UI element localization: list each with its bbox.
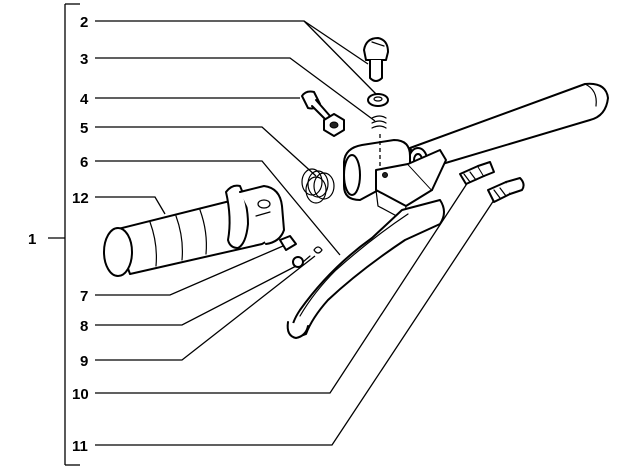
leader-7 bbox=[95, 245, 284, 296]
small-spring bbox=[371, 115, 387, 168]
spring-5 bbox=[301, 168, 335, 204]
callout-label-8: 8 bbox=[80, 318, 88, 335]
lever-bracket bbox=[343, 139, 447, 221]
leader-12 bbox=[95, 196, 166, 215]
callout-label-2: 2 bbox=[80, 14, 88, 31]
group-bracket bbox=[48, 3, 80, 466]
lever-arm bbox=[286, 199, 445, 339]
washer-3 bbox=[367, 93, 389, 107]
callout-label-6: 6 bbox=[80, 154, 88, 171]
callout-label-5: 5 bbox=[80, 120, 88, 137]
screw-2 bbox=[363, 37, 389, 82]
leader-5 bbox=[95, 126, 317, 177]
leader-6 bbox=[95, 160, 341, 256]
part-9-pin bbox=[313, 246, 323, 254]
grip-12 bbox=[103, 184, 285, 277]
leader-8 bbox=[95, 263, 301, 326]
bolt-4 bbox=[301, 90, 331, 121]
part-8-screw bbox=[292, 255, 311, 268]
part-7-nut bbox=[279, 235, 297, 251]
callout-label-3: 3 bbox=[80, 51, 88, 68]
adjuster-11 bbox=[487, 177, 525, 203]
callout-label-7: 7 bbox=[80, 288, 88, 305]
callout-label-10: 10 bbox=[72, 386, 89, 403]
leader-11 bbox=[95, 199, 495, 446]
callout-label-11: 11 bbox=[72, 438, 88, 455]
leader-2b bbox=[303, 20, 378, 96]
callout-label-9: 9 bbox=[80, 353, 88, 370]
leader-9 bbox=[95, 255, 316, 361]
callout-label-12: 12 bbox=[72, 190, 89, 207]
nut-4 bbox=[323, 113, 345, 137]
group-label-1: 1 bbox=[28, 231, 36, 248]
leader-lines bbox=[95, 20, 495, 446]
leader-10 bbox=[95, 181, 469, 394]
leader-3 bbox=[95, 57, 376, 122]
adjuster-10 bbox=[459, 161, 495, 185]
callout-label-4: 4 bbox=[80, 91, 89, 108]
